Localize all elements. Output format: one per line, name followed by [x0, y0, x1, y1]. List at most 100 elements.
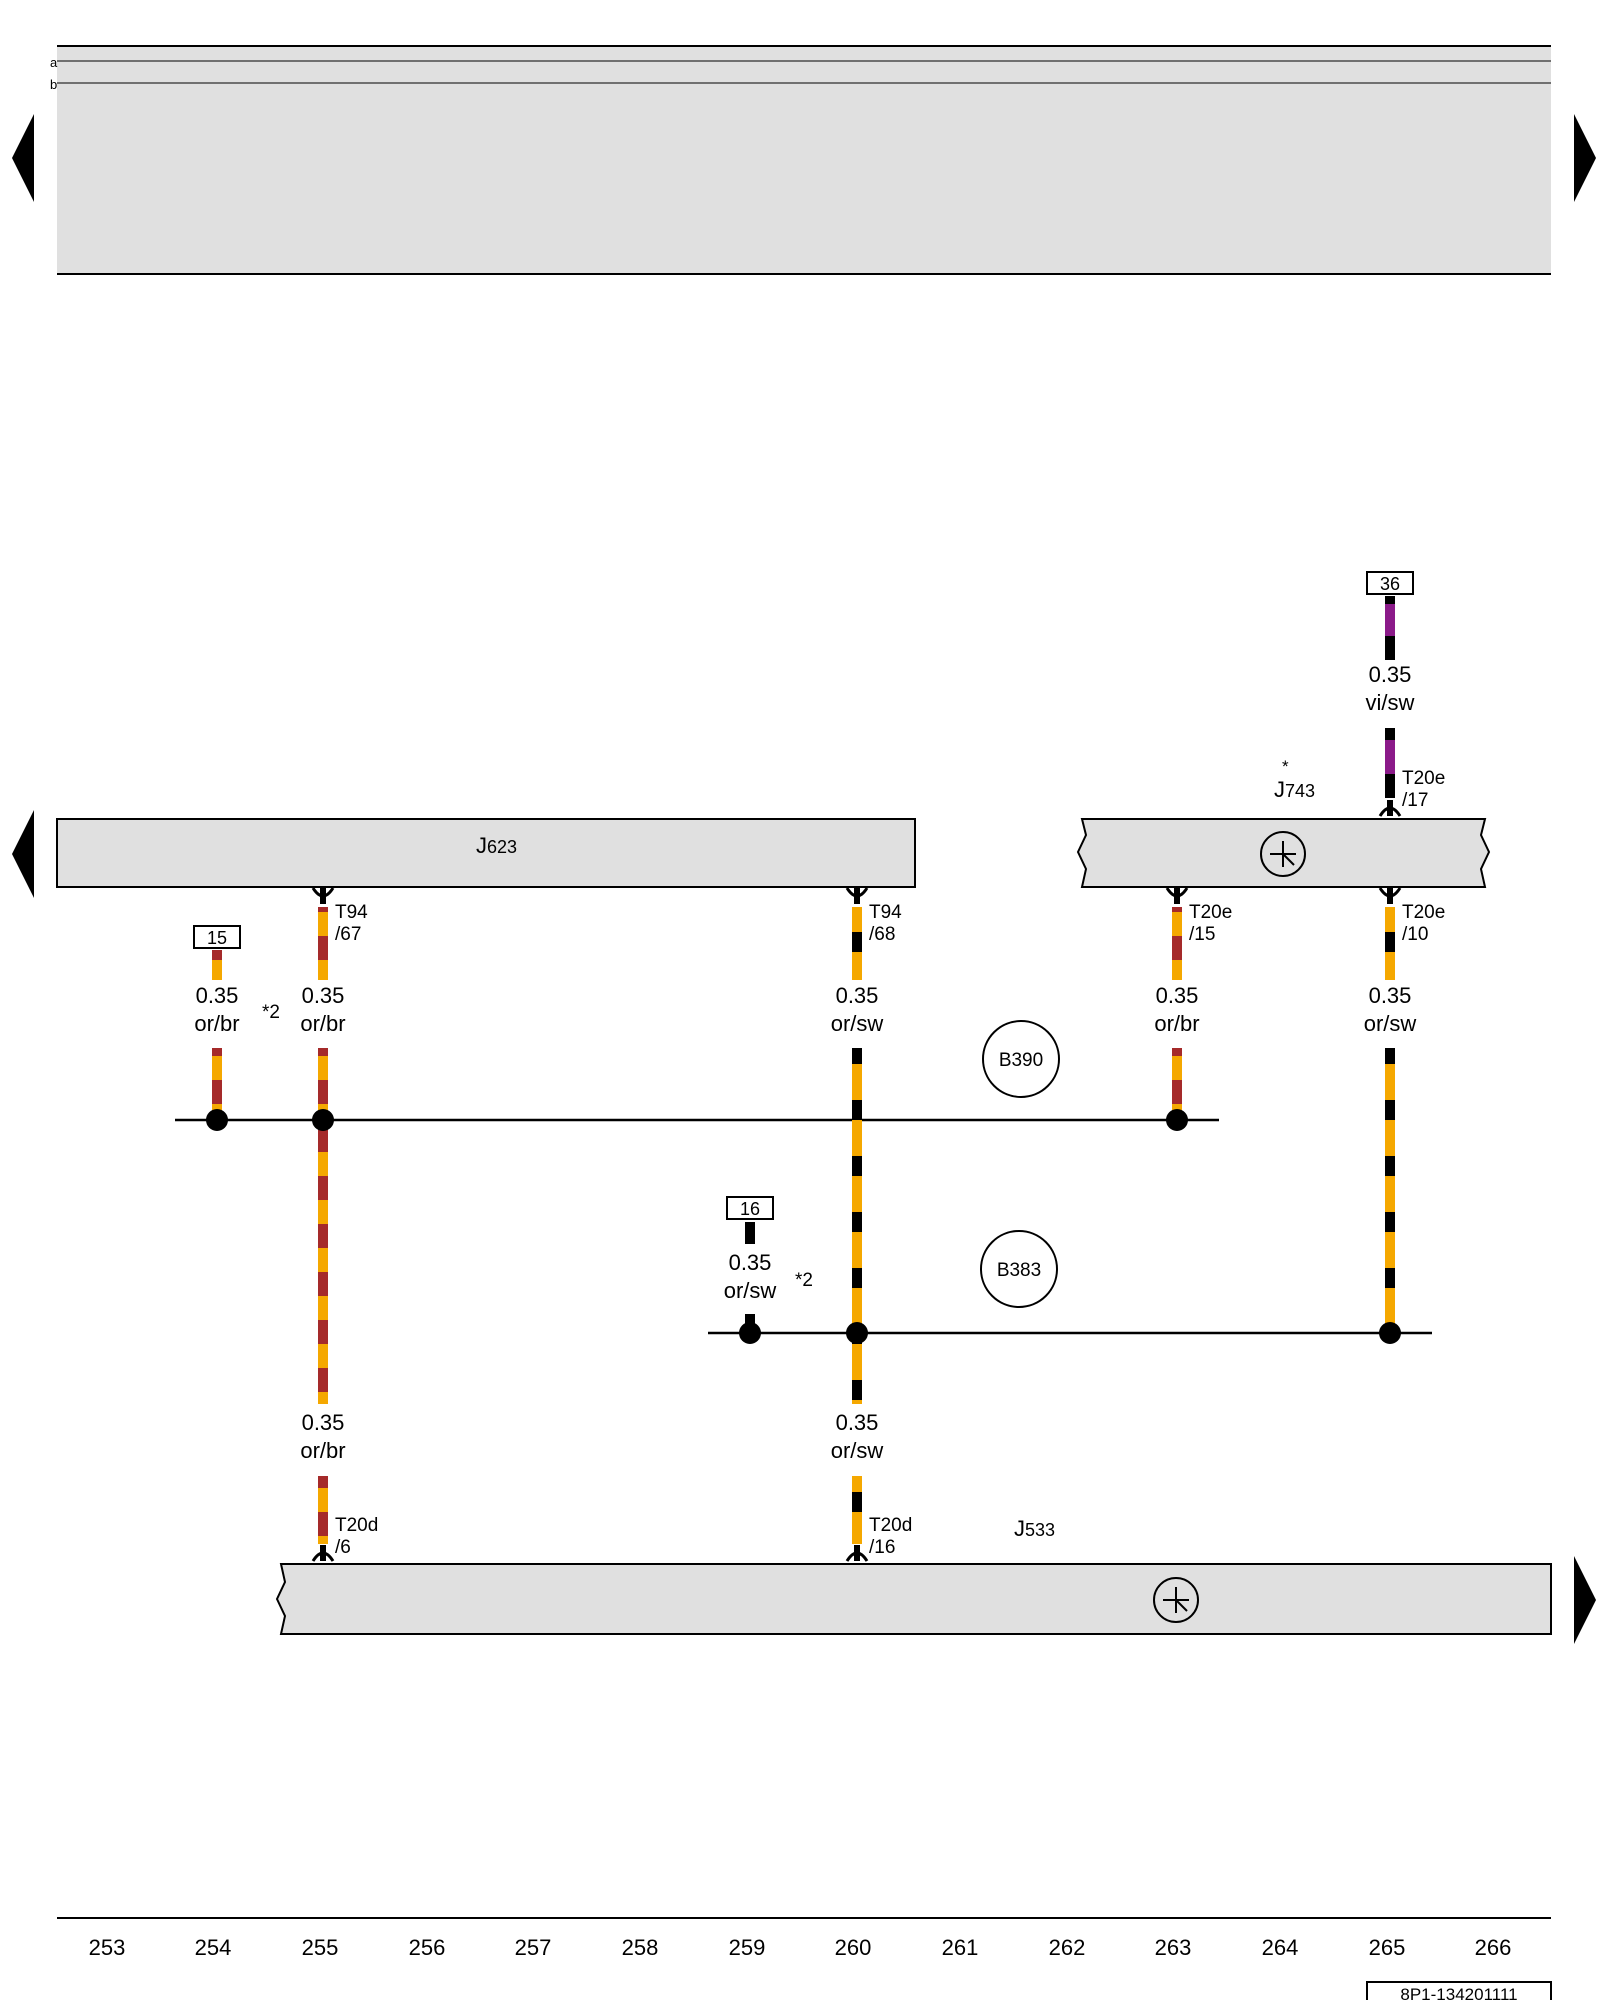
connector-terminal-icon — [311, 887, 335, 904]
svg-text:0.35: 0.35 — [729, 1250, 772, 1275]
diagram-id-box: 8P1-134201111 — [1366, 1981, 1552, 2000]
previous-page-arrow-middle[interactable] — [12, 810, 34, 898]
wire-label-263: 0.35 or/br — [1154, 983, 1199, 1036]
wire-259-upper — [745, 1222, 755, 1244]
connector-terminal-icon — [311, 1545, 335, 1562]
wire-label-255-lower: 0.35 or/br — [300, 1410, 345, 1463]
diagram-id-label: 8P1-134201111 — [1400, 1985, 1517, 2000]
column-number: 254 — [195, 1935, 232, 1960]
reference-box-36[interactable]: 36 — [1366, 571, 1414, 595]
junction-dot-254 — [206, 1109, 228, 1131]
reference-box-15[interactable]: 15 — [193, 925, 241, 949]
wire-label-260-upper: 0.35 or/sw — [831, 983, 884, 1036]
column-number: 255 — [302, 1935, 339, 1960]
column-number: 260 — [835, 1935, 872, 1960]
column-number: 259 — [729, 1935, 766, 1960]
column-number: 258 — [622, 1935, 659, 1960]
j743-label: J743 — [1274, 777, 1315, 802]
j743-control-unit-icon — [1260, 831, 1306, 877]
wire-254-lower — [212, 1048, 222, 1120]
wire-255-middle — [318, 1048, 328, 1404]
connector-terminal-icon — [1378, 887, 1402, 904]
footnote-marker: *2 — [795, 1270, 813, 1291]
pin-t94-68-label: T94/68 — [869, 902, 902, 945]
wire-263-lower — [1172, 1048, 1182, 1120]
wire-label-260-lower: 0.35 or/sw — [831, 1410, 884, 1463]
column-number: 266 — [1475, 1935, 1512, 1960]
junction-dot-265 — [1379, 1322, 1401, 1344]
column-number: 256 — [409, 1935, 446, 1960]
junction-dot-259 — [739, 1322, 761, 1344]
j623-engine-control-unit — [56, 818, 916, 888]
bus-b383-label: B383 — [997, 1260, 1041, 1281]
wire-265-ref36-violet — [1385, 604, 1395, 636]
next-page-arrow-top[interactable] — [1574, 114, 1596, 202]
junction-dot-255 — [312, 1109, 334, 1131]
wire-265-upper — [1385, 907, 1395, 980]
connector-terminal-icon — [1378, 800, 1402, 817]
j533-label: J533 — [1014, 1516, 1055, 1541]
column-number: 253 — [89, 1935, 126, 1960]
column-numbers: 253 254 255 256 257 258 259 260 261 262 … — [89, 1935, 1512, 1960]
svg-text:or/br: or/br — [194, 1011, 239, 1036]
wire-255-lower — [318, 1476, 328, 1544]
junction-dot-263 — [1166, 1109, 1188, 1131]
svg-text:0.35: 0.35 — [302, 983, 345, 1008]
previous-page-arrow-top[interactable] — [12, 114, 34, 202]
pin-t20e-17-label: T20e/17 — [1402, 768, 1445, 811]
pin-t20e-15-label: T20e/15 — [1189, 902, 1232, 945]
reference-16-label: 16 — [740, 1199, 760, 1219]
header-panel: a b — [50, 45, 1551, 275]
bus-b390-label: B390 — [999, 1050, 1043, 1071]
bus-b383-circle: B383 — [980, 1230, 1058, 1308]
wire-263-upper — [1172, 907, 1182, 980]
wire-265-to-j743-violet — [1385, 740, 1395, 774]
j623-label: J623 — [476, 833, 517, 858]
pin-t94-67-label: T94/67 — [335, 902, 368, 945]
next-page-arrow-bottom[interactable] — [1574, 1556, 1596, 1644]
reference-box-16[interactable]: 16 — [726, 1196, 774, 1220]
wire-label-255-upper: 0.35 or/br — [300, 983, 345, 1036]
svg-text:0.35: 0.35 — [836, 983, 879, 1008]
column-number: 262 — [1049, 1935, 1086, 1960]
wire-label-265-lower: 0.35 or/sw — [1364, 983, 1417, 1036]
reference-15-label: 15 — [207, 928, 227, 948]
header-row-b-label: b — [50, 77, 57, 92]
bus-b390-circle: B390 — [982, 1020, 1060, 1098]
wire-260-upper — [852, 907, 862, 980]
reference-36-label: 36 — [1380, 574, 1400, 594]
svg-text:0.35: 0.35 — [302, 1410, 345, 1435]
column-number: 263 — [1155, 1935, 1192, 1960]
svg-text:0.35: 0.35 — [1369, 662, 1412, 687]
footnote-marker: *2 — [262, 1002, 280, 1023]
svg-text:or/sw: or/sw — [831, 1011, 884, 1036]
svg-text:or/sw: or/sw — [1364, 1011, 1417, 1036]
column-number: 261 — [942, 1935, 979, 1960]
column-number: 264 — [1262, 1935, 1299, 1960]
svg-text:or/sw: or/sw — [724, 1278, 777, 1303]
connector-terminal-icon — [845, 1545, 869, 1562]
wire-255-upper — [318, 907, 328, 980]
connector-terminal-icon — [845, 887, 869, 904]
svg-text:vi/sw: vi/sw — [1366, 690, 1415, 715]
column-number: 257 — [515, 1935, 552, 1960]
j743-asterisk: * — [1282, 757, 1289, 776]
j533-gateway-unit — [275, 1563, 1552, 1635]
wire-label-259: 0.35 or/sw — [724, 1250, 777, 1303]
pin-t20d-16-label: T20d/16 — [869, 1515, 912, 1558]
svg-text:0.35: 0.35 — [1369, 983, 1412, 1008]
svg-text:0.35: 0.35 — [836, 1410, 879, 1435]
svg-text:or/br: or/br — [300, 1011, 345, 1036]
j533-control-unit-icon — [1153, 1577, 1199, 1623]
junction-dot-260 — [846, 1322, 868, 1344]
wire-254-upper — [212, 950, 222, 980]
svg-text:0.35: 0.35 — [1156, 983, 1199, 1008]
wire-label-254: 0.35 or/br — [194, 983, 239, 1036]
svg-text:0.35: 0.35 — [196, 983, 239, 1008]
svg-text:or/br: or/br — [1154, 1011, 1199, 1036]
column-number: 265 — [1369, 1935, 1406, 1960]
pin-t20d-6-label: T20d/6 — [335, 1515, 378, 1558]
wire-260-lower — [852, 1476, 862, 1544]
svg-text:or/sw: or/sw — [831, 1438, 884, 1463]
